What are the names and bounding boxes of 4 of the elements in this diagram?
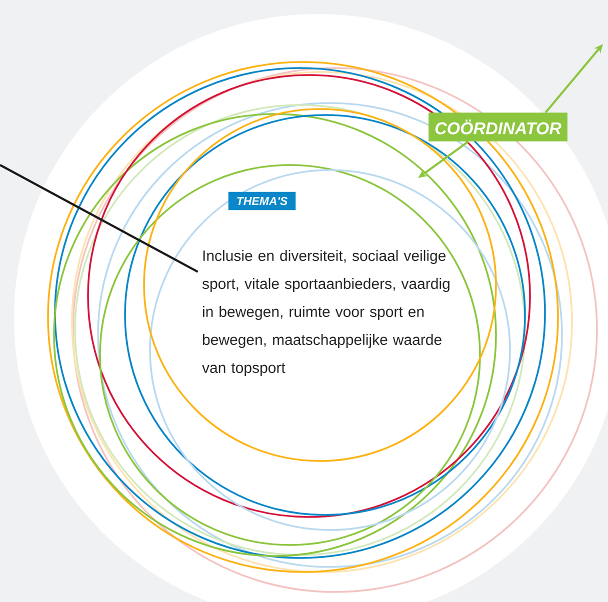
heading-tag: THEMA'S xyxy=(228,192,296,210)
leader-line xyxy=(0,164,198,273)
role-label: COÖRDINATOR xyxy=(428,112,568,142)
theme-list: Inclusie en diversiteit, sociaal veilige sport, vitale sportaanbieders, vaardig in bewegen, ruimte voor sport en bewegen, maatschappelijke waarde van topsport xyxy=(202,250,450,376)
